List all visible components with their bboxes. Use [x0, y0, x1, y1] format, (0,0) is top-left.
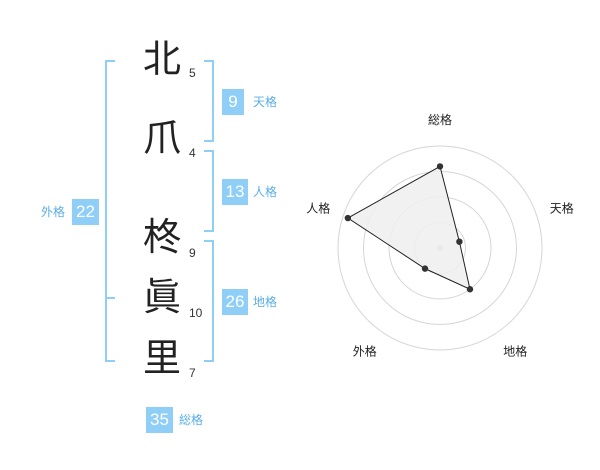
stroke-count-4: 10: [189, 306, 203, 320]
name-char-1: 北: [142, 37, 181, 81]
radar-axis-label-3: 地格: [503, 344, 527, 359]
name-char-4: 眞: [142, 275, 181, 319]
chikaku-label: 地格: [253, 295, 278, 309]
jinkaku-bracket: [204, 150, 214, 232]
jinkaku-label: 人格: [253, 185, 278, 199]
gaikaku-bracket-tick: [105, 297, 115, 299]
stroke-count-1: 5: [189, 66, 196, 80]
radar-series: [344, 163, 474, 293]
jinkaku-value: 13: [222, 179, 248, 205]
soukaku-label: 総格: [179, 413, 204, 427]
tenkaku-label: 天格: [253, 95, 278, 109]
gaikaku-label: 外格: [41, 205, 66, 219]
radar-axis-label-2: 天格: [550, 200, 574, 215]
tenkaku-bracket: [204, 60, 214, 142]
chikaku-bracket: [204, 240, 214, 362]
gaikaku-value: 22: [72, 199, 99, 225]
soukaku-value: 35: [146, 407, 173, 433]
radar-axis-label-4: 外格: [353, 344, 377, 359]
radar-ring-4: [337, 145, 543, 351]
radar-polygon: [346, 165, 471, 291]
radar-point-2: [456, 238, 463, 245]
name-char-3: 柊: [142, 215, 181, 259]
name-char-2: 爪: [142, 116, 181, 160]
radar-axis-label-5: 人格: [306, 200, 330, 215]
name-char-5: 里: [142, 336, 181, 380]
radar-point-5: [344, 214, 352, 222]
radar-point-4: [421, 265, 429, 272]
stroke-count-2: 4: [189, 146, 196, 160]
radar-axis-label-1: 総格: [428, 112, 452, 127]
radar-point-1: [436, 163, 444, 170]
radar-point-3: [466, 286, 474, 293]
stroke-count-5: 7: [189, 366, 196, 380]
tenkaku-value: 9: [222, 89, 244, 115]
chikaku-value: 26: [222, 289, 248, 315]
stroke-count-3: 9: [189, 246, 196, 260]
gaikaku-bracket: [105, 60, 115, 362]
